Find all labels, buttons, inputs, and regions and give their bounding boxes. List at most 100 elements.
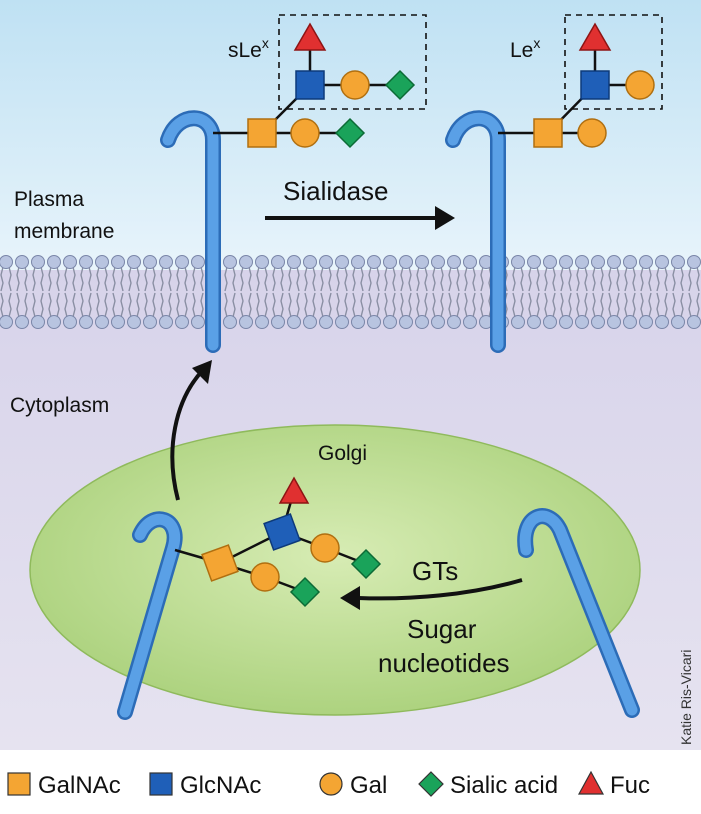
- lipid-head: [95, 255, 109, 269]
- lipid-tail: [520, 266, 524, 292]
- lipid-head: [127, 255, 141, 269]
- lipid-tail: [240, 292, 244, 318]
- lipid-tail: [160, 266, 164, 292]
- lipid-tail: [200, 266, 204, 292]
- lipid-head: [623, 315, 637, 329]
- lipid-head: [63, 255, 77, 269]
- lipid-tail: [576, 266, 580, 292]
- gal-circle: [340, 70, 370, 100]
- lipid-tail: [120, 292, 124, 318]
- lipid-tail: [360, 266, 364, 292]
- lipid-tail: [112, 292, 116, 318]
- legend-galnac-symbol: [7, 772, 31, 796]
- lipid-tail: [72, 266, 76, 292]
- sugar-nucleotides-label-line1: Sugar: [407, 614, 477, 644]
- lipid-tail: [312, 266, 316, 292]
- lipid-tail: [640, 292, 644, 318]
- lipid-tail: [376, 292, 380, 318]
- legend-fuc-symbol: [577, 770, 605, 795]
- lipid-head: [623, 255, 637, 269]
- lipid-head: [463, 315, 477, 329]
- lipid-tail: [24, 292, 28, 318]
- lipid-tail: [632, 266, 636, 292]
- lipid-head: [351, 315, 365, 329]
- lipid-tail: [144, 292, 148, 318]
- lipid-tail: [456, 292, 460, 318]
- fuc-triangle: [293, 22, 327, 51]
- lipid-tail: [584, 266, 588, 292]
- lipid-tail: [416, 266, 420, 292]
- lipid-tail: [352, 266, 356, 292]
- lipid-head: [0, 315, 13, 329]
- lipid-tail: [480, 266, 484, 292]
- lipid-head: [399, 315, 413, 329]
- lipid-tail: [512, 266, 516, 292]
- lipid-tail: [32, 292, 36, 318]
- lipid-tail: [224, 266, 228, 292]
- lipid-tail: [96, 292, 100, 318]
- lipid-head: [383, 315, 397, 329]
- lipid-head: [527, 255, 541, 269]
- lipid-tail: [560, 292, 564, 318]
- lipid-tail: [424, 292, 428, 318]
- lipid-tail: [312, 292, 316, 318]
- lipid-head: [319, 255, 333, 269]
- lipid-tail: [584, 292, 588, 318]
- sialidase-label: Sialidase: [283, 176, 389, 206]
- lipid-tail: [16, 292, 20, 318]
- lex-label: Lex: [510, 35, 540, 62]
- lipid-tail: [104, 292, 108, 318]
- lipid-head: [111, 255, 125, 269]
- lipid-tail: [272, 266, 276, 292]
- lipid-head: [159, 255, 173, 269]
- golgi-body: [29, 424, 641, 716]
- lipid-tail: [448, 292, 452, 318]
- lipid-tail: [224, 292, 228, 318]
- fuc-triangle: [278, 476, 310, 504]
- lipid-tail: [472, 266, 476, 292]
- lipid-tail: [192, 292, 196, 318]
- lipid-head: [655, 255, 669, 269]
- lipid-tail: [128, 266, 132, 292]
- legend-galnac-label: GalNAc: [38, 772, 121, 799]
- lipid-head: [431, 315, 445, 329]
- lipid-tail: [568, 266, 572, 292]
- sialidase-arrowhead: [435, 206, 455, 230]
- lipid-tail: [624, 292, 628, 318]
- lipid-tail: [408, 292, 412, 318]
- lipid-tail: [536, 266, 540, 292]
- lipid-tail: [680, 292, 684, 318]
- lipid-head: [111, 315, 125, 329]
- lipid-tail: [528, 266, 532, 292]
- lipid-tail: [248, 292, 252, 318]
- lipid-tail: [56, 292, 60, 318]
- lipid-tail: [160, 292, 164, 318]
- lipid-tail: [304, 292, 308, 318]
- glcnac-square: [263, 513, 301, 551]
- lipid-head: [223, 315, 237, 329]
- lipid-tail: [608, 266, 612, 292]
- lipid-tail: [280, 292, 284, 318]
- lipid-tail: [432, 292, 436, 318]
- lipid-tail: [232, 292, 236, 318]
- lipid-tail: [136, 266, 140, 292]
- lipid-tail: [368, 266, 372, 292]
- lipid-tail: [96, 266, 100, 292]
- lipid-tail: [136, 292, 140, 318]
- lipid-head: [335, 315, 349, 329]
- legend-gal-label: Gal: [350, 772, 387, 799]
- lipid-tail: [256, 266, 260, 292]
- lipid-tail: [616, 292, 620, 318]
- lipid-head: [559, 315, 573, 329]
- lipid-tail: [24, 266, 28, 292]
- plasma-membrane-label-line2: membrane: [14, 220, 114, 243]
- lipid-tail: [464, 292, 468, 318]
- lipid-tail: [352, 292, 356, 318]
- lipid-tail: [64, 266, 68, 292]
- lipid-head: [655, 315, 669, 329]
- lipid-head: [575, 315, 589, 329]
- lipid-head: [607, 315, 621, 329]
- legend-sialic-acid-label: Sialic acid: [450, 772, 558, 799]
- lipid-head: [527, 315, 541, 329]
